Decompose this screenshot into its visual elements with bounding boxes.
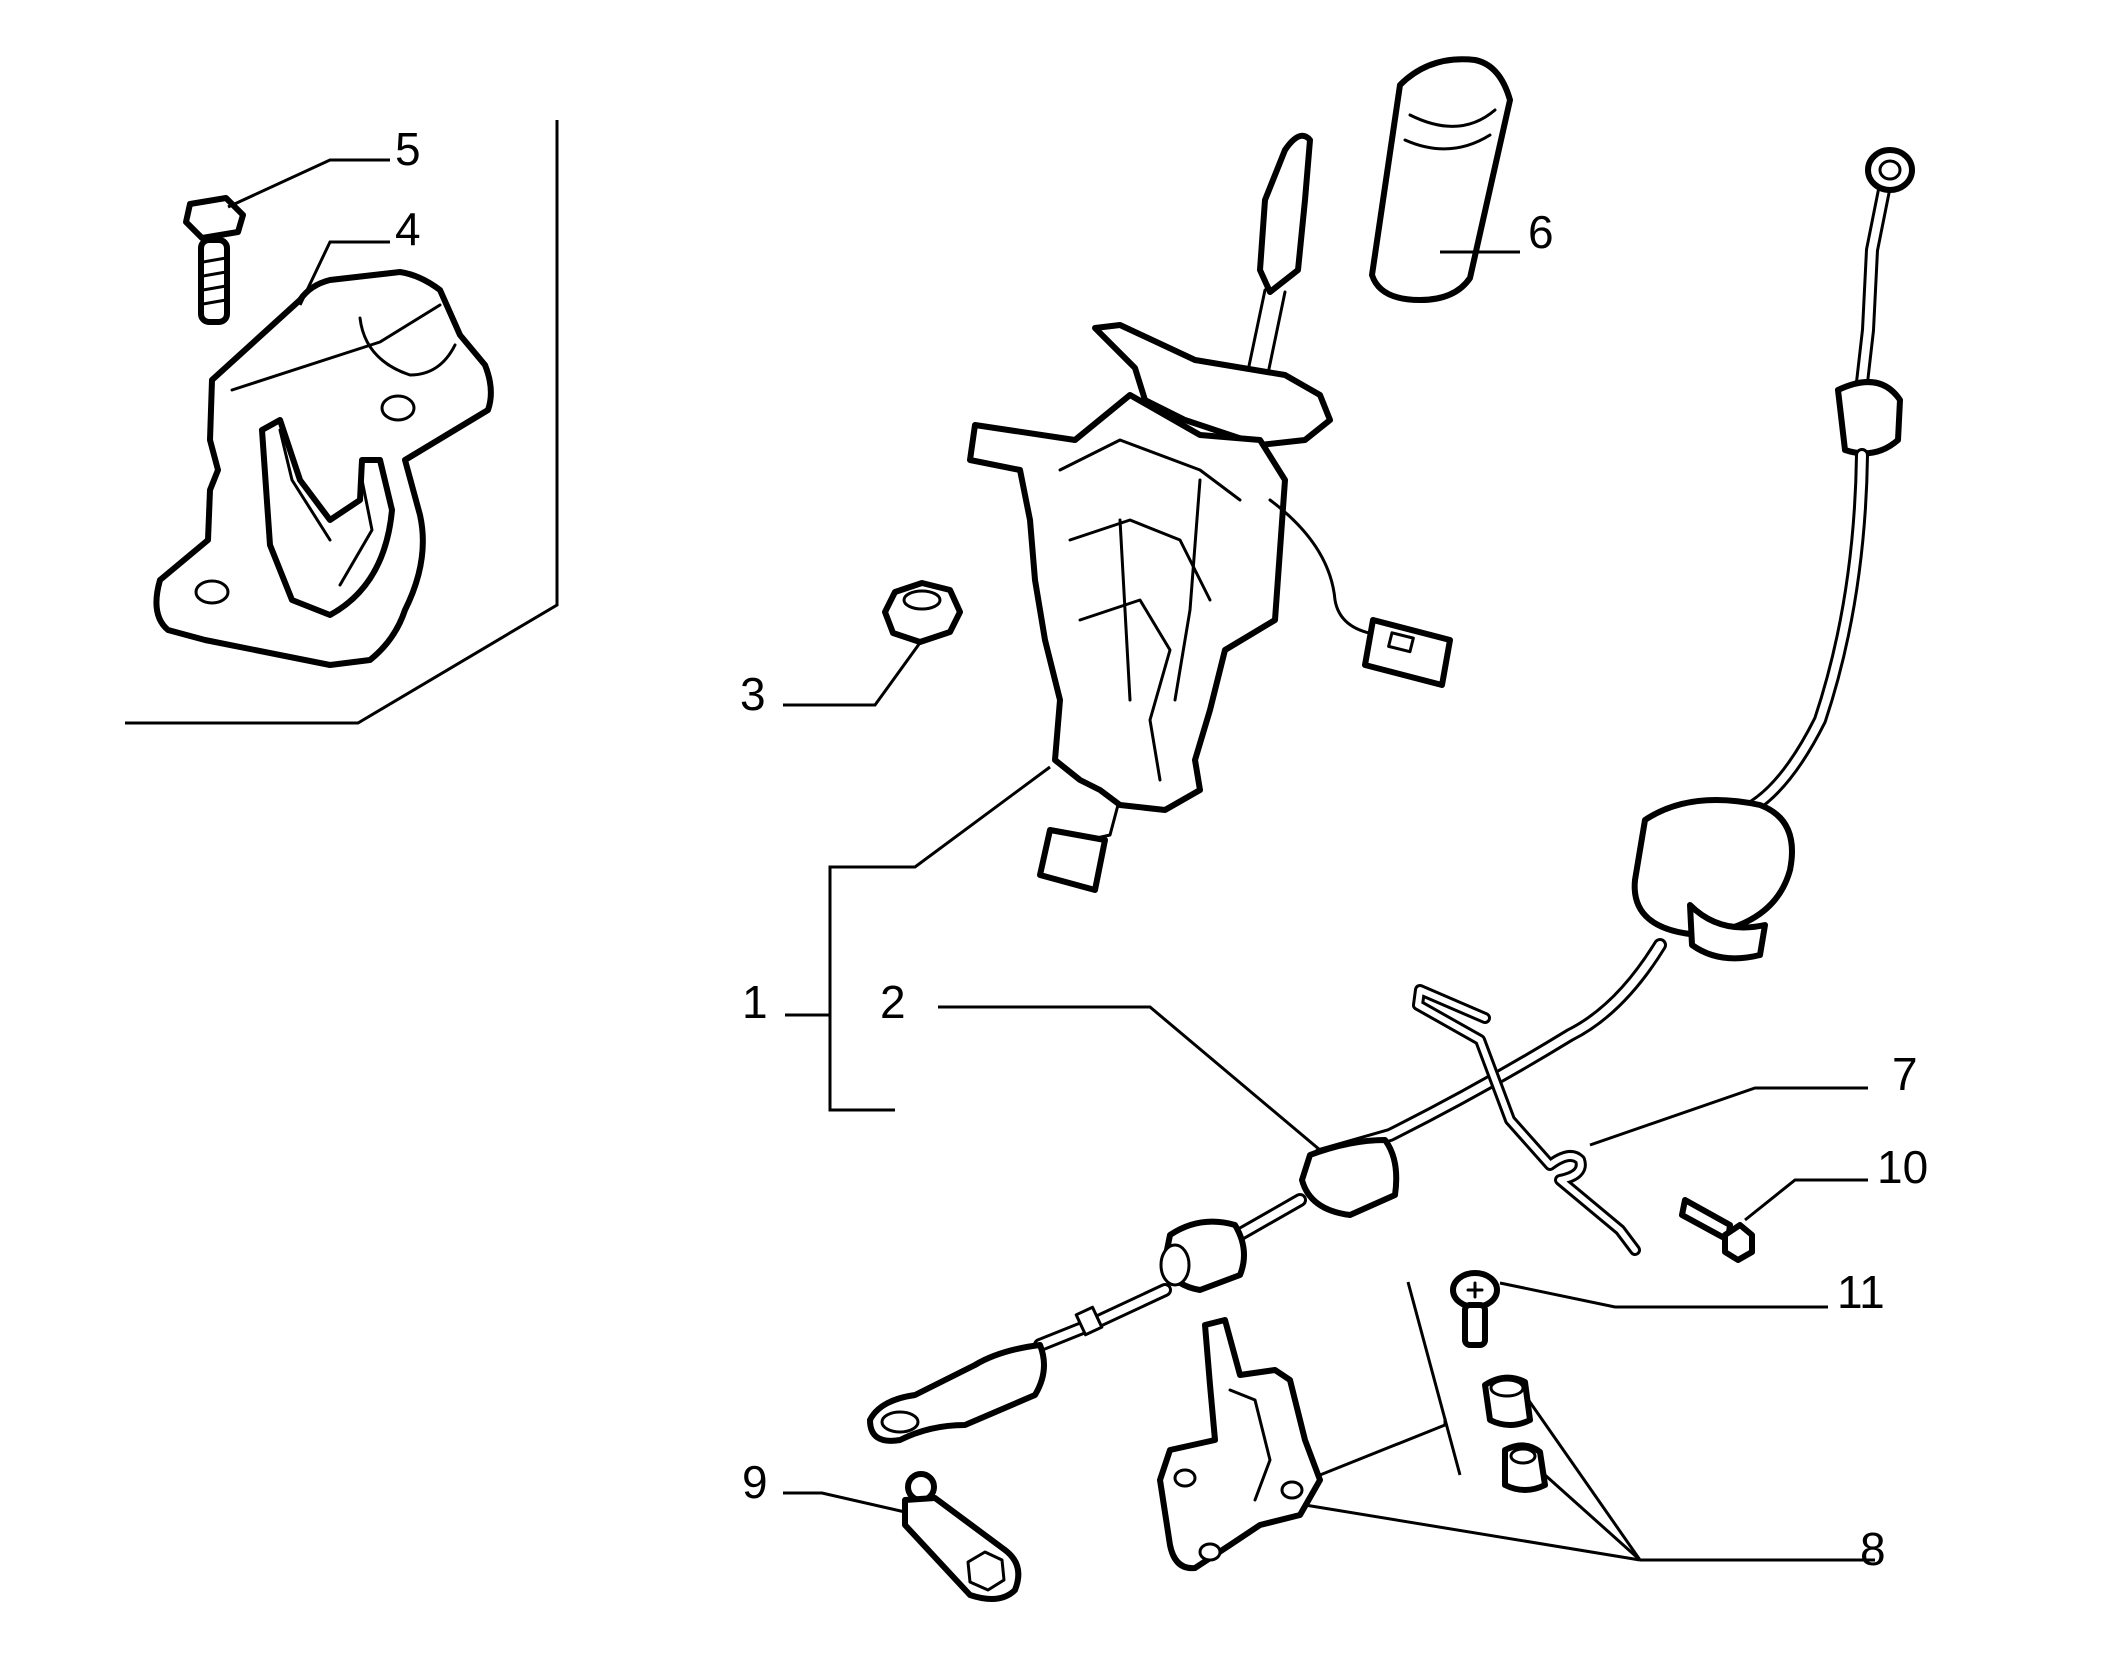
callout-9: 9 bbox=[742, 1456, 768, 1508]
callout-10: 10 bbox=[1877, 1141, 1928, 1193]
cable-bracket-kit-part bbox=[1157, 1317, 1548, 1572]
callout-2: 2 bbox=[880, 976, 906, 1028]
ball-joint-lever-part bbox=[902, 1471, 1022, 1602]
callout-1: 1 bbox=[742, 976, 768, 1028]
gear-knob-part bbox=[1369, 56, 1513, 303]
inset-frame bbox=[125, 120, 559, 725]
callout-labels: 5 4 3 1 2 6 7 10 11 8 9 bbox=[395, 123, 1928, 1575]
callout-5: 5 bbox=[395, 123, 421, 175]
support-bracket-part bbox=[153, 269, 494, 668]
callout-6: 6 bbox=[1528, 206, 1554, 258]
hex-bolt-part bbox=[183, 195, 246, 325]
screw-part bbox=[1679, 1197, 1755, 1263]
callout-3: 3 bbox=[740, 668, 766, 720]
nut-part bbox=[882, 580, 963, 645]
gear-selector-assembly-part bbox=[967, 132, 1453, 893]
shift-cable-part bbox=[867, 147, 1915, 1444]
bolt-part bbox=[1450, 1270, 1500, 1348]
callout-7: 7 bbox=[1892, 1048, 1918, 1100]
callout-8: 8 bbox=[1860, 1523, 1886, 1575]
callout-11: 11 bbox=[1837, 1266, 1885, 1318]
callout-4: 4 bbox=[395, 203, 421, 255]
wire-clip-part bbox=[1412, 984, 1641, 1256]
leader-lines bbox=[227, 158, 1875, 1562]
